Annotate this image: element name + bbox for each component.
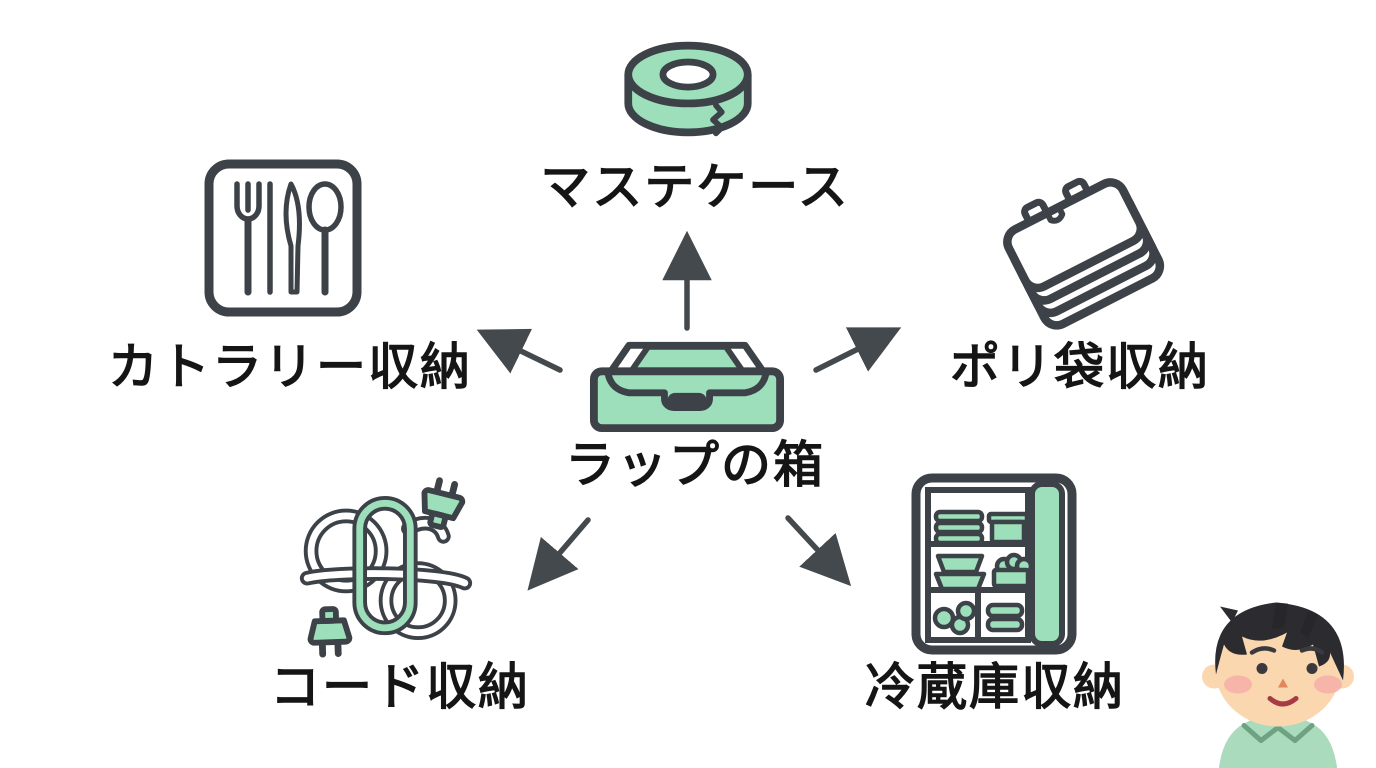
node-label-fridge: 冷蔵庫収納 — [865, 659, 1125, 715]
refrigerator-icon — [911, 473, 1077, 655]
power-cord-icon — [299, 477, 473, 658]
wrap-box-icon — [589, 341, 785, 433]
masking-tape-icon — [624, 41, 752, 137]
smiling-man-illustration — [1202, 602, 1354, 768]
cutlery-tray-icon — [204, 159, 362, 317]
arrow-to-fridge — [785, 515, 852, 587]
node-label-cutlery: カトラリー収納 — [108, 339, 472, 395]
node-label-poly-bags: ポリ袋収納 — [950, 339, 1210, 395]
arrow-to-cutlery — [476, 328, 563, 374]
node-label-cords: コード収納 — [270, 659, 530, 715]
person-head — [1202, 602, 1354, 727]
node-label-masking-tape: マステケース — [540, 159, 850, 215]
node-label-wrap-box: ラップの箱 — [565, 437, 825, 493]
plastic-bags-icon — [1003, 177, 1165, 330]
arrow-to-cords — [527, 517, 591, 591]
arrow-to-poly-bags — [813, 327, 902, 373]
